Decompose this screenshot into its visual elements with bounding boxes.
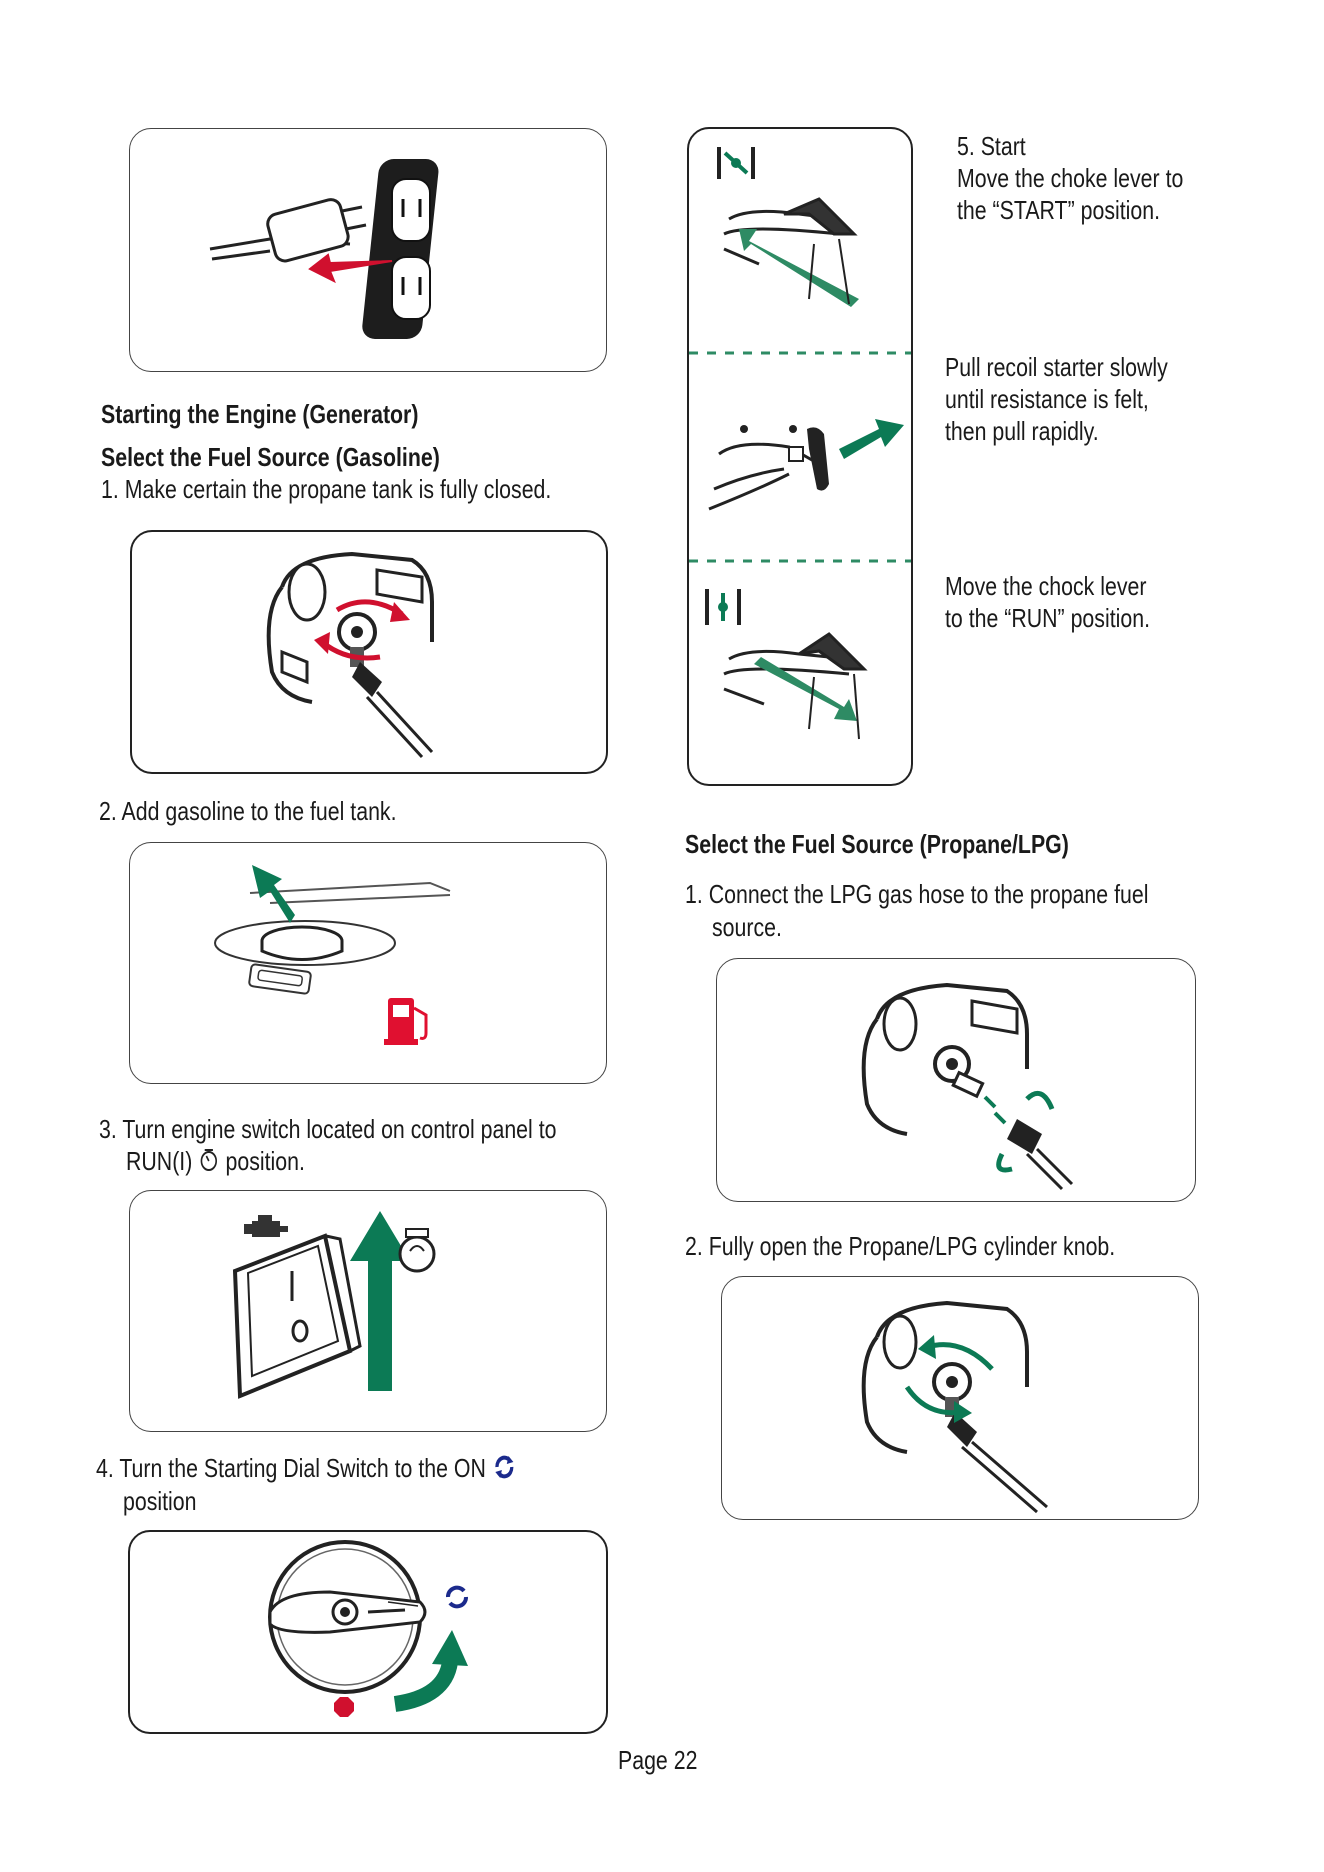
run-position-icon [198, 1146, 219, 1181]
propane-valve-icon [132, 532, 606, 772]
run-line2: to the “RUN” position. [945, 602, 1150, 634]
starting-dial-figure [128, 1530, 608, 1734]
choke-run-icon [707, 589, 739, 625]
step-5-line2: the “START” position. [957, 194, 1160, 226]
step-3-text-line1: 3. Turn engine switch located on control… [99, 1113, 556, 1145]
section-heading-propane: Select the Fuel Source (Propane/LPG) [685, 828, 1069, 860]
step-5-line1: Move the choke lever to [957, 162, 1183, 194]
on-dial-icon [492, 1453, 517, 1488]
step-4-label: 4. Turn the Starting Dial Switch to the … [96, 1453, 486, 1483]
start-procedure-figure [687, 127, 913, 786]
off-stop-icon [334, 1697, 354, 1717]
engine-switch-figure [129, 1190, 607, 1432]
recoil-starter-icon [709, 419, 904, 509]
choke-start-icon [719, 147, 753, 179]
pull-line3: then pull rapidly. [945, 415, 1099, 447]
step-2-text: 2. Add gasoline to the fuel tank. [99, 795, 397, 827]
plug-outlet-icon [130, 129, 606, 371]
step-3-text-line2: RUN(I) position. [126, 1145, 305, 1181]
step-5-title: 5. Start [957, 130, 1026, 162]
lpg-step-2-text: 2. Fully open the Propane/LPG cylinder k… [685, 1230, 1115, 1262]
rocker-switch-icon [130, 1191, 606, 1431]
lpg-step-1-line1: 1. Connect the LPG gas hose to the propa… [685, 878, 1148, 910]
connect-lpg-figure [716, 958, 1196, 1202]
page-number: Page 22 [618, 1745, 697, 1776]
fuel-cap-icon [130, 843, 606, 1083]
open-cylinder-figure [721, 1276, 1199, 1520]
step-1-text: 1. Make certain the propane tank is full… [101, 473, 551, 505]
starting-dial-icon [130, 1532, 606, 1732]
run-line1: Move the chock lever [945, 570, 1146, 602]
engine-icon [244, 1215, 288, 1237]
on-dial-icon [448, 1588, 466, 1607]
propane-closed-figure [130, 530, 608, 774]
choke-start-icon [689, 129, 911, 784]
step-3-position-label: position. [226, 1146, 305, 1176]
run-position-icon [400, 1229, 434, 1271]
propane-valve-icon [717, 959, 1195, 1201]
lpg-step-1-line2: source. [712, 911, 782, 943]
add-gasoline-figure [129, 842, 607, 1084]
pull-line2: until resistance is felt, [945, 383, 1149, 415]
pull-line1: Pull recoil starter slowly [945, 351, 1168, 383]
step-4-text-line1: 4. Turn the Starting Dial Switch to the … [96, 1452, 516, 1488]
step-4-text-line2: position [123, 1485, 196, 1517]
step-3-run-label: RUN(I) [126, 1146, 192, 1176]
section-heading-gasoline: Select the Fuel Source (Gasoline) [101, 441, 440, 473]
unplug-figure [129, 128, 607, 372]
fuel-pump-icon [384, 998, 426, 1045]
propane-valve-icon [722, 1277, 1198, 1519]
section-heading-engine: Starting the Engine (Generator) [101, 398, 418, 430]
